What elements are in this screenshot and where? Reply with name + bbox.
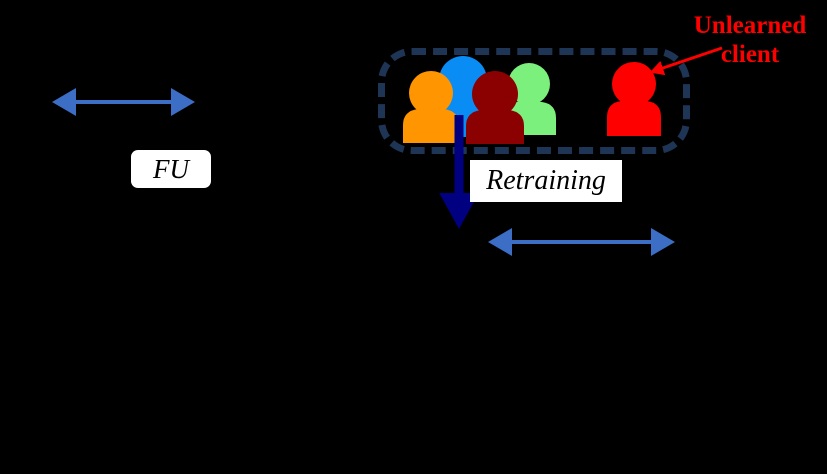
retraining-label: Retraining — [470, 160, 622, 202]
client-orange-icon — [403, 71, 459, 143]
unlearned-client-label: Unlearned client — [693, 12, 807, 68]
client-darkred-icon — [466, 71, 524, 144]
client-group-box — [378, 48, 690, 154]
fu-label: FU — [131, 150, 211, 188]
unlearned-client-callout-arrow — [649, 46, 723, 76]
client-red-icon — [607, 62, 661, 136]
